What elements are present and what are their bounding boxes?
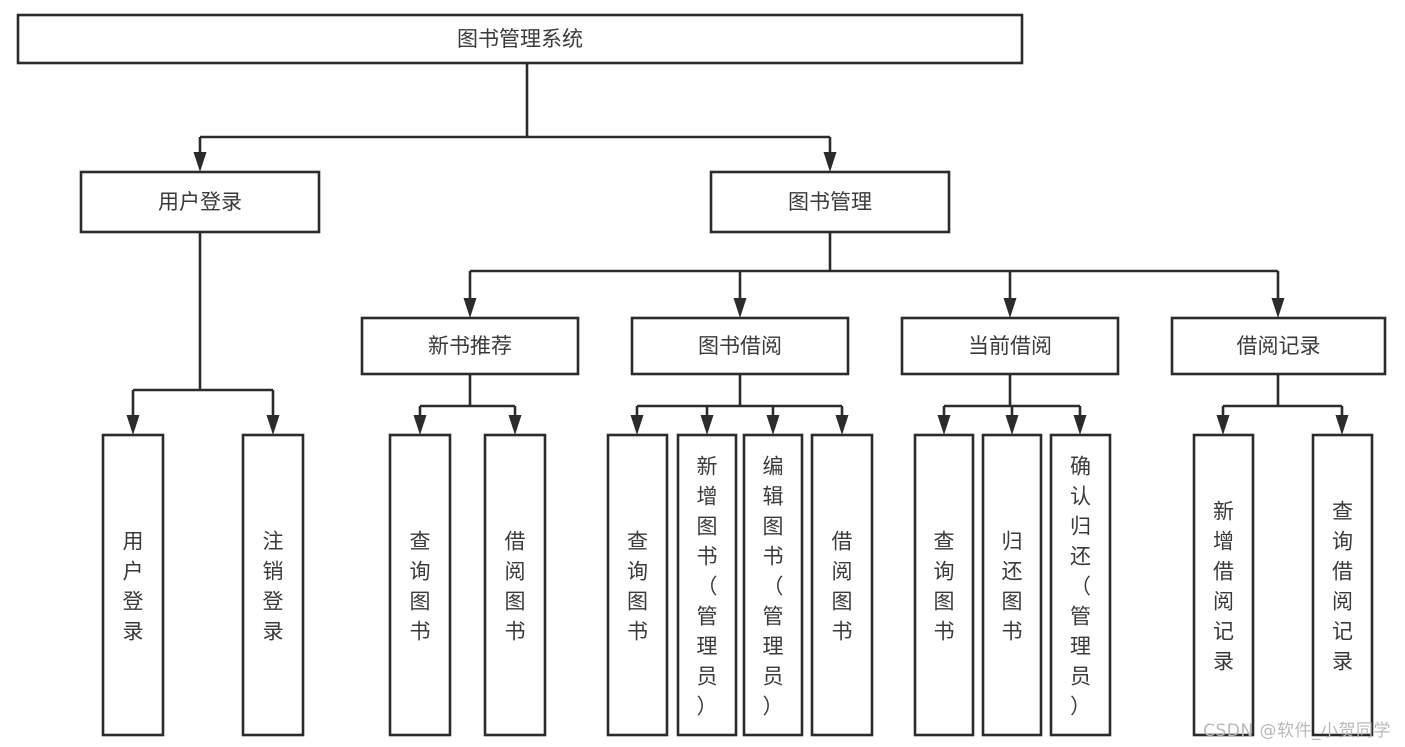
leaf-node-leaf-query-book-recommend[interactable]: 查询图书 (388, 433, 452, 737)
arrow-head-icon (413, 415, 427, 435)
node-box[interactable] (630, 316, 850, 376)
leaf-node-leaf-user-logout[interactable]: 注销登录 (241, 433, 305, 737)
node-label: 新增借阅记录 (1213, 499, 1234, 673)
node-label: 借阅图书 (505, 529, 526, 643)
node-box[interactable] (16, 13, 1024, 65)
arrow-head-icon (1003, 298, 1017, 318)
node-label: 确认归还（管理员） (1070, 454, 1091, 718)
leaf-node-leaf-add-borrow-record[interactable]: 新增借阅记录 (1192, 433, 1255, 737)
arrow-head-icon (835, 415, 849, 435)
node-box[interactable] (606, 433, 669, 737)
node-box[interactable] (388, 433, 452, 737)
connector-group-bookmanage-to-level2 (463, 232, 1285, 318)
node-box[interactable] (900, 316, 1120, 376)
node-box[interactable] (742, 433, 804, 737)
leaf-node-leaf-edit-book-admin[interactable]: 编辑图书（管理员） (742, 433, 804, 737)
node-label: 图书管理系统 (457, 27, 583, 51)
arrow-head-icon (1073, 415, 1087, 435)
node-box[interactable] (810, 433, 874, 737)
node-box[interactable] (241, 433, 305, 737)
node-label: 用户登录 (123, 529, 144, 643)
leaf-node-leaf-query-book-current[interactable]: 查询图书 (913, 433, 975, 737)
leaf-node-leaf-return-book[interactable]: 归还图书 (981, 433, 1043, 737)
connector-group-borrow-to-leaves (630, 374, 849, 435)
root-node-root[interactable]: 图书管理系统 (16, 13, 1024, 65)
node-label: 借阅记录 (1237, 334, 1321, 358)
arrow-head-icon (823, 152, 837, 172)
node-label: 新书推荐 (428, 334, 512, 358)
node-label: 图书管理 (788, 190, 872, 214)
node-label: 图书借阅 (698, 334, 782, 358)
node-label: 归还图书 (1002, 529, 1023, 643)
branch-node-borrow-record[interactable]: 借阅记录 (1170, 316, 1387, 376)
arrow-head-icon (266, 415, 280, 435)
node-label: 查询图书 (934, 529, 955, 643)
arrow-head-icon (1335, 415, 1349, 435)
arrow-head-icon (193, 152, 207, 172)
connector-group-current-to-leaves (937, 374, 1087, 435)
arrow-head-icon (1271, 298, 1285, 318)
node-label: 新增图书（管理员） (697, 454, 718, 718)
arrow-head-icon (508, 415, 522, 435)
leaf-node-leaf-user-login[interactable]: 用户登录 (101, 433, 165, 737)
arrow-head-icon (463, 298, 477, 318)
branch-node-current-borrow[interactable]: 当前借阅 (900, 316, 1120, 376)
branch-node-user-login[interactable]: 用户登录 (79, 170, 321, 234)
leaf-node-leaf-query-book-borrow[interactable]: 查询图书 (606, 433, 669, 737)
node-layer: 图书管理系统用户登录图书管理新书推荐图书借阅当前借阅借阅记录用户登录注销登录查询… (16, 13, 1387, 737)
node-label: 当前借阅 (968, 334, 1052, 358)
arrow-head-icon (766, 415, 780, 435)
leaf-node-leaf-query-borrow-record[interactable]: 查询借阅记录 (1311, 433, 1374, 737)
connector-group-record-to-leaves (1216, 374, 1349, 435)
node-box[interactable] (1192, 433, 1255, 737)
node-box[interactable] (79, 170, 321, 234)
connector-group-root-to-level1 (193, 63, 837, 172)
node-box[interactable] (709, 170, 951, 234)
node-box[interactable] (101, 433, 165, 737)
leaf-node-leaf-borrow-book-recommend[interactable]: 借阅图书 (483, 433, 547, 737)
leaf-node-leaf-confirm-return-admin[interactable]: 确认归还（管理员） (1049, 433, 1112, 737)
node-label: 借阅图书 (832, 529, 853, 643)
arrow-head-icon (1216, 415, 1230, 435)
node-label: 查询借阅记录 (1332, 499, 1353, 673)
node-label: 注销登录 (263, 529, 284, 643)
leaf-node-leaf-add-book-admin[interactable]: 新增图书（管理员） (676, 433, 738, 737)
branch-node-book-borrow[interactable]: 图书借阅 (630, 316, 850, 376)
arrow-head-icon (630, 415, 644, 435)
connector-layer (126, 63, 1349, 435)
node-label: 查询图书 (410, 529, 431, 643)
node-box[interactable] (1049, 433, 1112, 737)
node-box[interactable] (1170, 316, 1387, 376)
arrow-head-icon (1005, 415, 1019, 435)
node-label: 编辑图书（管理员） (763, 454, 784, 718)
node-box[interactable] (981, 433, 1043, 737)
leaf-node-leaf-borrow-book[interactable]: 借阅图书 (810, 433, 874, 737)
connector-group-recommend-to-leaves (413, 374, 522, 435)
node-box[interactable] (1311, 433, 1374, 737)
node-box[interactable] (360, 316, 580, 376)
branch-node-new-book-recommend[interactable]: 新书推荐 (360, 316, 580, 376)
node-box[interactable] (676, 433, 738, 737)
node-label: 查询图书 (627, 529, 648, 643)
arrow-head-icon (937, 415, 951, 435)
node-label: 用户登录 (158, 190, 242, 214)
arrow-head-icon (126, 415, 140, 435)
branch-node-book-manage[interactable]: 图书管理 (709, 170, 951, 234)
connector-group-userlogin-to-leaves (126, 232, 280, 435)
node-box[interactable] (913, 433, 975, 737)
arrow-head-icon (700, 415, 714, 435)
arrow-head-icon (733, 298, 747, 318)
node-box[interactable] (483, 433, 547, 737)
